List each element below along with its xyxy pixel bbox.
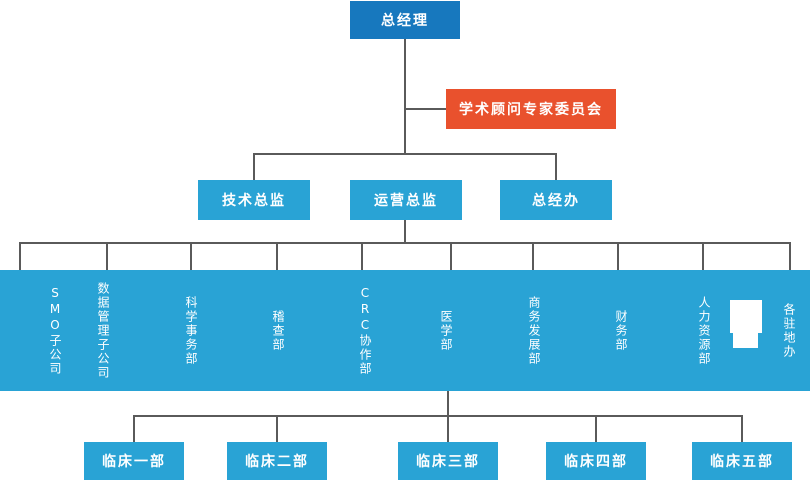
node-clinical-dept-1[interactable]: 临床一部 bbox=[84, 442, 184, 480]
node-operations-director[interactable]: 运营总监 bbox=[350, 180, 462, 220]
dept-data-management[interactable]: 数据管理子公司 bbox=[96, 281, 110, 380]
node-clinical-dept-3[interactable]: 临床三部 bbox=[398, 442, 498, 480]
dept-medical[interactable]: 医学部 bbox=[439, 309, 453, 352]
dept-finance[interactable]: 财务部 bbox=[614, 309, 628, 352]
dept-audit[interactable]: 稽查部 bbox=[271, 309, 285, 352]
node-clinical-dept-5[interactable]: 临床五部 bbox=[692, 442, 792, 480]
node-technical-director[interactable]: 技术总监 bbox=[198, 180, 310, 220]
node-gm-office[interactable]: 总经办 bbox=[500, 180, 612, 220]
dept-business-development[interactable]: 商务发展部 bbox=[527, 295, 541, 366]
white-placeholder-block-bottom bbox=[733, 333, 758, 348]
dept-smo-subsidiary[interactable]: SMO子公司 bbox=[48, 285, 62, 376]
node-advisory-committee[interactable]: 学术顾问专家委员会 bbox=[446, 89, 616, 129]
node-general-manager[interactable]: 总经理 bbox=[350, 1, 460, 39]
dept-human-resources[interactable]: 人力资源部 bbox=[697, 295, 711, 366]
dept-crc-collaboration[interactable]: CRC协作部 bbox=[358, 285, 372, 376]
node-clinical-dept-4[interactable]: 临床四部 bbox=[546, 442, 646, 480]
node-clinical-dept-2[interactable]: 临床二部 bbox=[227, 442, 327, 480]
departments-band: SMO子公司 数据管理子公司 科学事务部 稽查部 CRC协作部 医学部 商务发展… bbox=[0, 270, 810, 391]
dept-field-offices[interactable]: 各驻地办 bbox=[782, 302, 796, 359]
dept-scientific-affairs[interactable]: 科学事务部 bbox=[184, 295, 198, 366]
white-placeholder-block-top bbox=[730, 300, 762, 333]
